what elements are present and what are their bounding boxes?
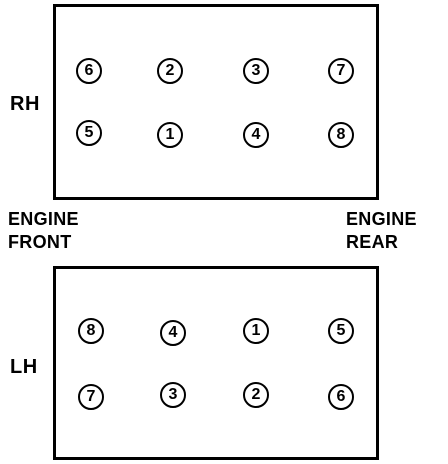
rh-bolt: 7: [328, 58, 354, 84]
lh-bolt: 1: [243, 318, 269, 344]
lh-bolt: 5: [328, 318, 354, 344]
rh-bolt: 1: [157, 122, 183, 148]
engine-front-label: ENGINE FRONT: [8, 208, 79, 254]
lh-bolt: 2: [243, 382, 269, 408]
rh-bolt: 2: [157, 58, 183, 84]
rh-bank-label: RH: [10, 93, 40, 115]
engine-front-line1: ENGINE: [8, 209, 79, 229]
lh-bolt: 3: [160, 382, 186, 408]
engine-rear-line1: ENGINE: [346, 209, 417, 229]
rh-bolt: 8: [328, 122, 354, 148]
rh-bolt: 6: [76, 58, 102, 84]
lh-bank-panel: [53, 266, 379, 460]
lh-bolt: 7: [78, 384, 104, 410]
lh-bank-label: LH: [10, 356, 38, 378]
engine-front-line2: FRONT: [8, 232, 72, 252]
lh-bolt: 6: [328, 384, 354, 410]
engine-rear-label: ENGINE REAR: [346, 208, 417, 254]
lh-bolt: 4: [160, 320, 186, 346]
rh-bolt: 3: [243, 58, 269, 84]
rh-bolt: 5: [76, 120, 102, 146]
rh-bank-panel: [53, 4, 379, 200]
lh-bolt: 8: [78, 318, 104, 344]
rh-bolt: 4: [243, 122, 269, 148]
engine-rear-line2: REAR: [346, 232, 399, 252]
